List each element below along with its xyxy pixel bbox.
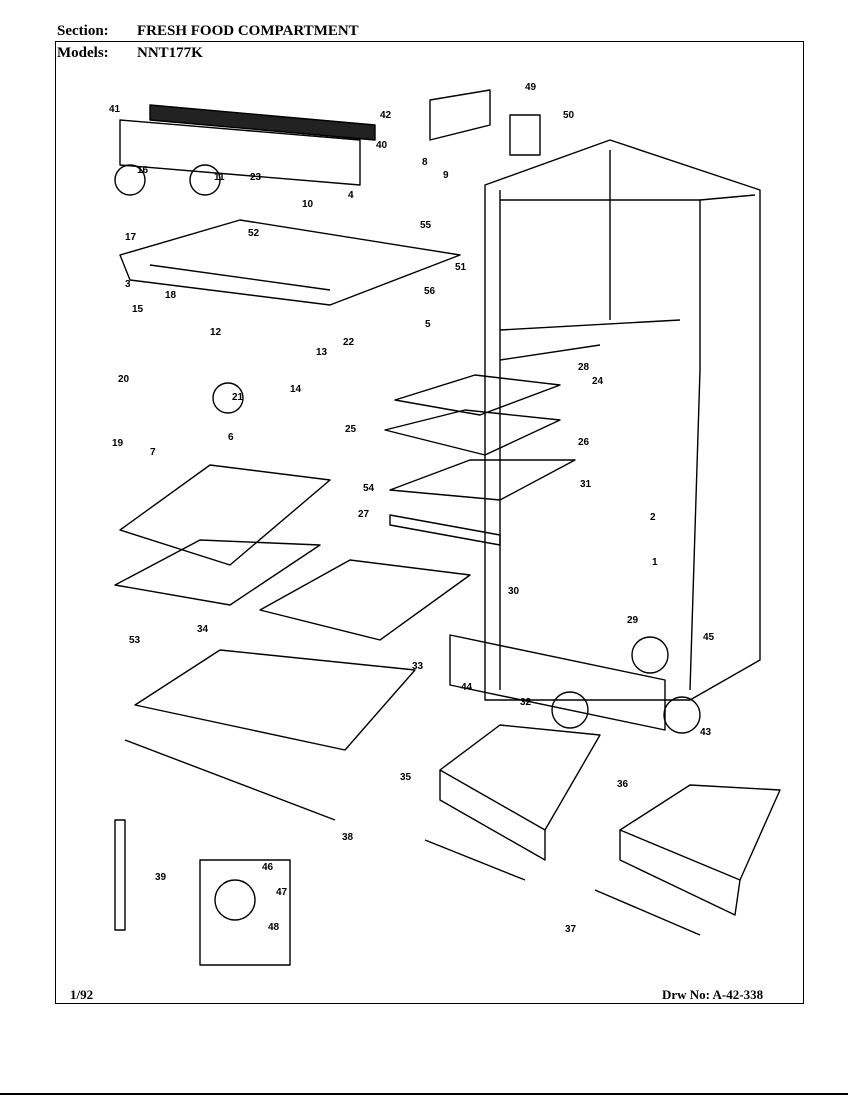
diagram-frame	[55, 41, 804, 1004]
callout-54: 54	[363, 483, 375, 494]
callout-labels: 1234567891011121314151617181920212223242…	[109, 82, 715, 935]
callout-34: 34	[197, 624, 209, 635]
callout-15: 15	[132, 304, 144, 315]
crisper-drawers	[424, 724, 781, 936]
callout-46: 46	[262, 862, 274, 873]
model-number: NNT177K	[137, 45, 203, 61]
callout-40: 40	[376, 140, 388, 151]
callout-1: 1	[652, 557, 658, 568]
callout-10: 10	[302, 199, 314, 210]
callout-47: 47	[276, 887, 288, 898]
callout-55: 55	[420, 220, 432, 231]
callout-33: 33	[412, 661, 424, 672]
callout-29: 29	[627, 615, 639, 626]
callout-43: 43	[700, 727, 712, 738]
callout-27: 27	[358, 509, 370, 520]
callout-41: 41	[109, 104, 121, 115]
callout-52: 52	[248, 228, 260, 239]
base-grille	[449, 634, 666, 731]
callout-48: 48	[268, 922, 280, 933]
wire-shelves-left	[114, 464, 471, 821]
callout-38: 38	[342, 832, 354, 843]
section-label: Section:	[57, 23, 109, 39]
callout-35: 35	[400, 772, 412, 783]
callout-31: 31	[580, 479, 592, 490]
upper-shelf-assembly	[384, 374, 576, 546]
callout-44: 44	[461, 682, 473, 693]
callout-13: 13	[316, 347, 328, 358]
callout-17: 17	[125, 232, 137, 243]
callout-28: 28	[578, 362, 590, 373]
callout-25: 25	[345, 424, 357, 435]
callout-37: 37	[565, 924, 577, 935]
models-label: Models:	[57, 45, 109, 61]
control-housing	[119, 104, 461, 306]
callout-51: 51	[455, 262, 467, 273]
callout-14: 14	[290, 384, 302, 395]
callout-5: 5	[425, 319, 431, 330]
callout-49: 49	[525, 82, 537, 93]
exploded-parts-diagram: 1234567891011121314151617181920212223242…	[109, 82, 781, 966]
section-title: FRESH FOOD COMPARTMENT	[137, 23, 359, 39]
drawing-number: Drw No: A-42-338	[662, 987, 764, 1002]
callout-23: 23	[250, 172, 262, 183]
callout-3: 3	[125, 279, 131, 290]
callout-11: 11	[214, 172, 225, 183]
callout-42: 42	[380, 110, 392, 121]
callout-56: 56	[424, 286, 436, 297]
callout-36: 36	[617, 779, 629, 790]
callout-18: 18	[165, 290, 177, 301]
callout-12: 12	[210, 327, 222, 338]
callout-45: 45	[703, 632, 715, 643]
callout-20: 20	[118, 374, 130, 385]
callout-30: 30	[508, 586, 520, 597]
cabinet-shell	[484, 139, 761, 701]
revision-date: 1/92	[70, 987, 94, 1002]
callout-9: 9	[443, 170, 449, 181]
misc-parts	[114, 89, 701, 966]
callout-6: 6	[228, 432, 234, 443]
callout-50: 50	[563, 110, 575, 121]
callout-19: 19	[112, 438, 124, 449]
callout-21: 21	[232, 392, 244, 403]
page-bottom-rule	[0, 1093, 848, 1095]
callout-53: 53	[129, 635, 141, 646]
callout-2: 2	[650, 512, 656, 523]
callout-32: 32	[520, 697, 532, 708]
callout-4: 4	[348, 190, 354, 201]
callout-7: 7	[150, 447, 156, 458]
callout-16: 16	[137, 165, 149, 176]
callout-24: 24	[592, 376, 604, 387]
callout-8: 8	[422, 157, 428, 168]
callout-39: 39	[155, 872, 167, 883]
callout-22: 22	[343, 337, 355, 348]
callout-26: 26	[578, 437, 590, 448]
